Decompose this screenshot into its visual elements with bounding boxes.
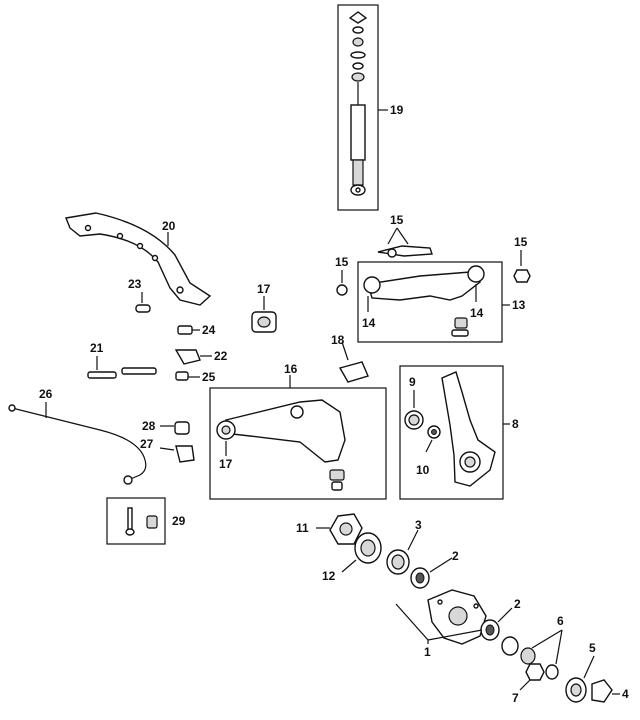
upper-arm-box [357, 261, 503, 343]
callout-2-upper: 2 [452, 549, 459, 563]
callout-2-lower: 2 [514, 597, 521, 611]
callout-3: 3 [415, 518, 422, 532]
upper-control-arm-group[interactable]: 14 14 13 [357, 261, 526, 343]
nut-25[interactable]: 25 [175, 370, 216, 384]
callout-25: 25 [202, 370, 216, 384]
clamp-28[interactable]: 28 [142, 419, 190, 435]
callout-23: 23 [128, 277, 142, 291]
link-box [106, 497, 166, 545]
shock-absorber [348, 11, 368, 196]
callout-11: 11 [296, 521, 309, 535]
callout-12: 12 [322, 569, 336, 583]
callout-15-right: 15 [514, 235, 528, 249]
callout-10: 10 [416, 463, 430, 477]
callout-20: 20 [162, 219, 176, 233]
frame-bracket-20[interactable]: 20 [65, 212, 212, 306]
bushing-18[interactable]: 18 [331, 333, 369, 383]
seal-3[interactable]: 3 [386, 518, 422, 575]
callout-15-top: 15 [390, 213, 404, 227]
bolt-15-top[interactable]: 15 [377, 213, 433, 258]
lower-arm-box [209, 387, 387, 500]
callout-14-right: 14 [470, 306, 484, 320]
callout-8: 8 [512, 417, 519, 431]
knuckle-box [399, 365, 504, 500]
hub-cap-4[interactable]: 4 [591, 679, 629, 703]
bolts-21[interactable]: 21 [87, 341, 157, 379]
callout-6: 6 [557, 614, 564, 628]
nut-15-right[interactable]: 15 [513, 235, 531, 283]
callout-4: 4 [622, 687, 629, 701]
seal-9 [404, 410, 424, 430]
lower-control-arm-group[interactable]: 16 17 [209, 362, 387, 500]
bracket-27[interactable]: 27 [140, 437, 195, 463]
callout-29: 29 [172, 514, 186, 528]
nut-15-left[interactable]: 15 [335, 255, 349, 296]
shock-absorber-group[interactable]: 19 [337, 4, 404, 211]
bearing-2-upper[interactable]: 2 [410, 549, 459, 589]
bolt-24[interactable]: 24 [177, 323, 216, 337]
cap-5[interactable]: 5 [565, 641, 596, 703]
callout-18: 18 [331, 333, 345, 347]
callout-1: 1 [424, 645, 431, 659]
callout-19: 19 [390, 103, 404, 117]
stabilizer-link-group-29[interactable]: 29 [106, 497, 186, 545]
backing-plate-12[interactable]: 12 [322, 532, 382, 583]
callout-9: 9 [409, 375, 416, 389]
callout-1-leaders: 1 [395, 603, 483, 659]
callout-17-lower: 17 [219, 457, 233, 471]
hub-1[interactable] [427, 589, 487, 645]
callout-26: 26 [39, 387, 53, 401]
knuckle-group[interactable]: 9 10 8 [399, 365, 519, 500]
stabilizer-bar-26[interactable]: 26 [8, 387, 147, 485]
washer-6[interactable]: 6 [501, 614, 564, 680]
callout-22: 22 [214, 349, 228, 363]
callout-27: 27 [140, 437, 154, 451]
upper-control-arm [363, 265, 485, 337]
bearing-10 [427, 425, 441, 439]
callout-21: 21 [90, 341, 104, 355]
callout-16: 16 [284, 362, 298, 376]
callout-15-left: 15 [335, 255, 349, 269]
lower-control-arm [216, 399, 346, 491]
dust-seal-11[interactable]: 11 [296, 513, 363, 545]
bracket-22[interactable]: 22 [174, 349, 228, 365]
callout-28: 28 [142, 419, 156, 433]
callout-13: 13 [512, 298, 526, 312]
shock-absorber-box [337, 4, 379, 211]
callout-24: 24 [202, 323, 216, 337]
callout-17-upper: 17 [257, 282, 271, 296]
callout-7: 7 [512, 691, 519, 705]
pad-23[interactable]: 23 [128, 277, 151, 313]
callout-14-left: 14 [362, 316, 376, 330]
steering-knuckle [441, 371, 496, 487]
nut-7[interactable]: 7 [512, 663, 545, 705]
bushing-17-upper[interactable]: 17 [251, 282, 277, 333]
bearing-2-lower[interactable]: 2 [480, 597, 521, 641]
callout-5: 5 [589, 641, 596, 655]
